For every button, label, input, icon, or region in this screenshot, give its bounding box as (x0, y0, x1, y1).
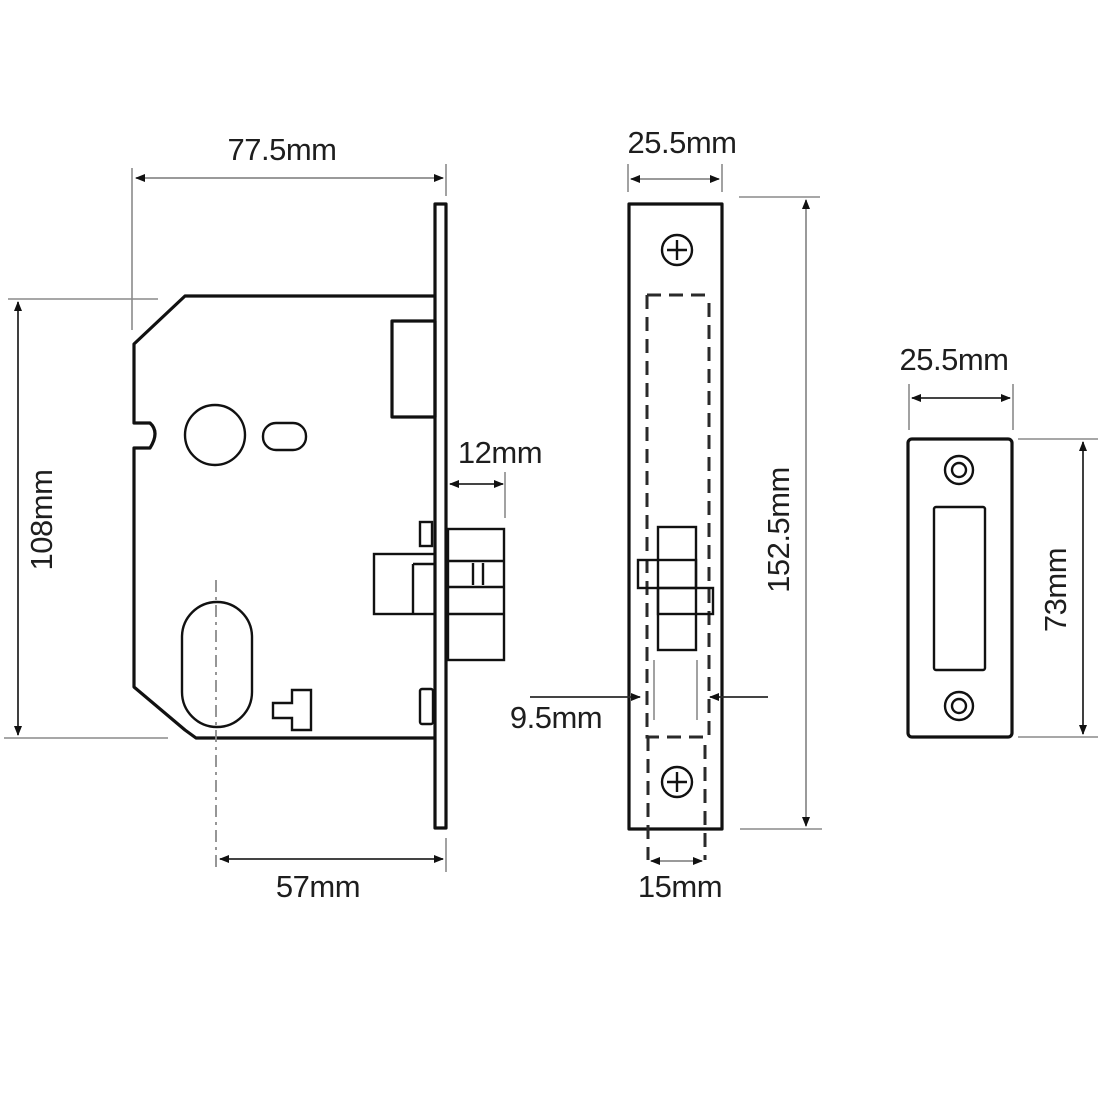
follower-hole (183, 403, 247, 467)
detent (418, 687, 435, 726)
bolt-offset-label: 9.5mm (510, 700, 602, 735)
case-height-label: 108mm (24, 470, 59, 571)
dimension-case-height: 108mm (4, 298, 168, 739)
forend-width-label: 25.5mm (628, 125, 737, 160)
latch-projection-label: 12mm (458, 435, 542, 470)
lock-case-view: 77.5mm 108mm (4, 132, 543, 904)
dimension-bolt-offset: 9.5mm (510, 693, 768, 735)
dimension-forend-height: 152.5mm (739, 196, 822, 830)
dimension-overall-depth: 77.5mm (131, 132, 447, 330)
bolt-faces (636, 525, 715, 720)
strike-plate-view: 25.5mm 73mm (900, 342, 1098, 739)
dimension-latch-projection: 12mm (449, 435, 543, 518)
strike-opening (932, 505, 987, 672)
dimension-forend-width: 25.5mm (627, 125, 737, 192)
strike-plate (906, 437, 1014, 739)
forend-plate (627, 202, 724, 831)
strike-screw-top-icon (943, 454, 975, 486)
strike-height-label: 73mm (1038, 548, 1073, 632)
stop-lug (271, 688, 313, 732)
forend-height-label: 152.5mm (761, 467, 796, 593)
screw-top-icon (660, 233, 694, 267)
forend-view: 25.5mm 9.5mm (510, 125, 822, 904)
strike-width-label: 25.5mm (900, 342, 1009, 377)
screw-bottom-icon (660, 765, 694, 799)
latch-bolt (372, 520, 506, 662)
dimension-backset: 57mm (219, 838, 447, 904)
strike-screw-bottom-icon (943, 690, 975, 722)
case-width-label: 15mm (638, 869, 722, 904)
lock-case-body (132, 294, 436, 740)
deadbolt-housing (390, 319, 437, 419)
forend-edge (433, 202, 448, 830)
dimension-strike-width: 25.5mm (900, 342, 1014, 430)
backset-label: 57mm (276, 869, 360, 904)
cylinder-hole (180, 600, 254, 729)
dimension-strike-height: 73mm (1018, 438, 1098, 738)
overall-depth-label: 77.5mm (228, 132, 337, 167)
dimension-case-width: 15mm (638, 857, 723, 904)
hidden-case-outline (645, 293, 711, 739)
spindle-slot (261, 421, 308, 452)
